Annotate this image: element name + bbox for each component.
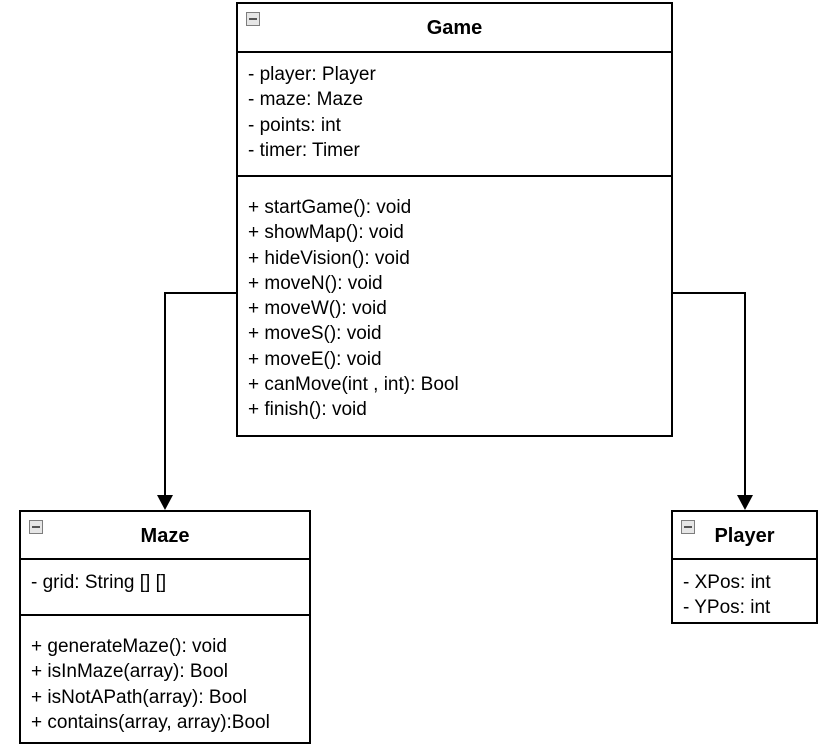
method: + generateMaze(): void <box>31 636 227 657</box>
class-game-header: Game <box>238 4 671 53</box>
class-maze-name: Maze <box>140 525 190 547</box>
method: + showMap(): void <box>248 222 404 244</box>
attribute: - timer: Timer <box>248 139 360 161</box>
method: + moveN(): void <box>248 272 383 294</box>
class-player[interactable]: Player - XPos: int - YPos: int <box>671 510 818 624</box>
class-maze[interactable]: Maze - grid: String [] [] + generateMaze… <box>19 510 311 744</box>
class-maze-attributes: - grid: String [] [] <box>21 560 309 614</box>
class-game[interactable]: Game - player: Player - maze: Maze - poi… <box>236 2 673 437</box>
class-player-name: Player <box>714 525 775 547</box>
method: + moveW(): void <box>248 298 387 320</box>
method: + moveE(): void <box>248 348 382 370</box>
class-game-name: Game <box>426 17 483 39</box>
method: + moveS(): void <box>248 323 382 345</box>
attribute: - XPos: int <box>683 572 771 593</box>
attribute: - points: int <box>248 114 341 136</box>
class-game-attributes: - player: Player - maze: Maze - points: … <box>238 53 671 175</box>
arrow-game-to-player <box>672 292 753 510</box>
method: + finish(): void <box>248 399 367 421</box>
class-player-attributes: - XPos: int - YPos: int <box>673 560 816 621</box>
attribute: - maze: Maze <box>248 89 364 111</box>
class-game-methods: + startGame(): void + showMap(): void + … <box>238 175 671 423</box>
class-maze-methods: + generateMaze(): void + isInMaze(array)… <box>21 614 309 735</box>
collapse-icon[interactable] <box>29 520 43 534</box>
attribute: - grid: String [] [] <box>31 572 167 593</box>
class-player-header: Player <box>673 512 816 560</box>
method: + contains(array, array):Bool <box>31 711 270 733</box>
attribute: - YPos: int <box>683 597 771 619</box>
method: + isInMaze(array): Bool <box>31 661 228 683</box>
method: + hideVision(): void <box>248 247 410 269</box>
class-maze-header: Maze <box>21 512 309 560</box>
collapse-icon[interactable] <box>246 12 260 26</box>
attribute: - player: Player <box>248 64 376 85</box>
method: + isNotAPath(array): Bool <box>31 686 247 708</box>
collapse-icon[interactable] <box>681 520 695 534</box>
method: + startGame(): void <box>248 197 412 218</box>
arrow-game-to-maze <box>157 292 237 510</box>
method: + canMove(int , int): Bool <box>248 374 459 396</box>
